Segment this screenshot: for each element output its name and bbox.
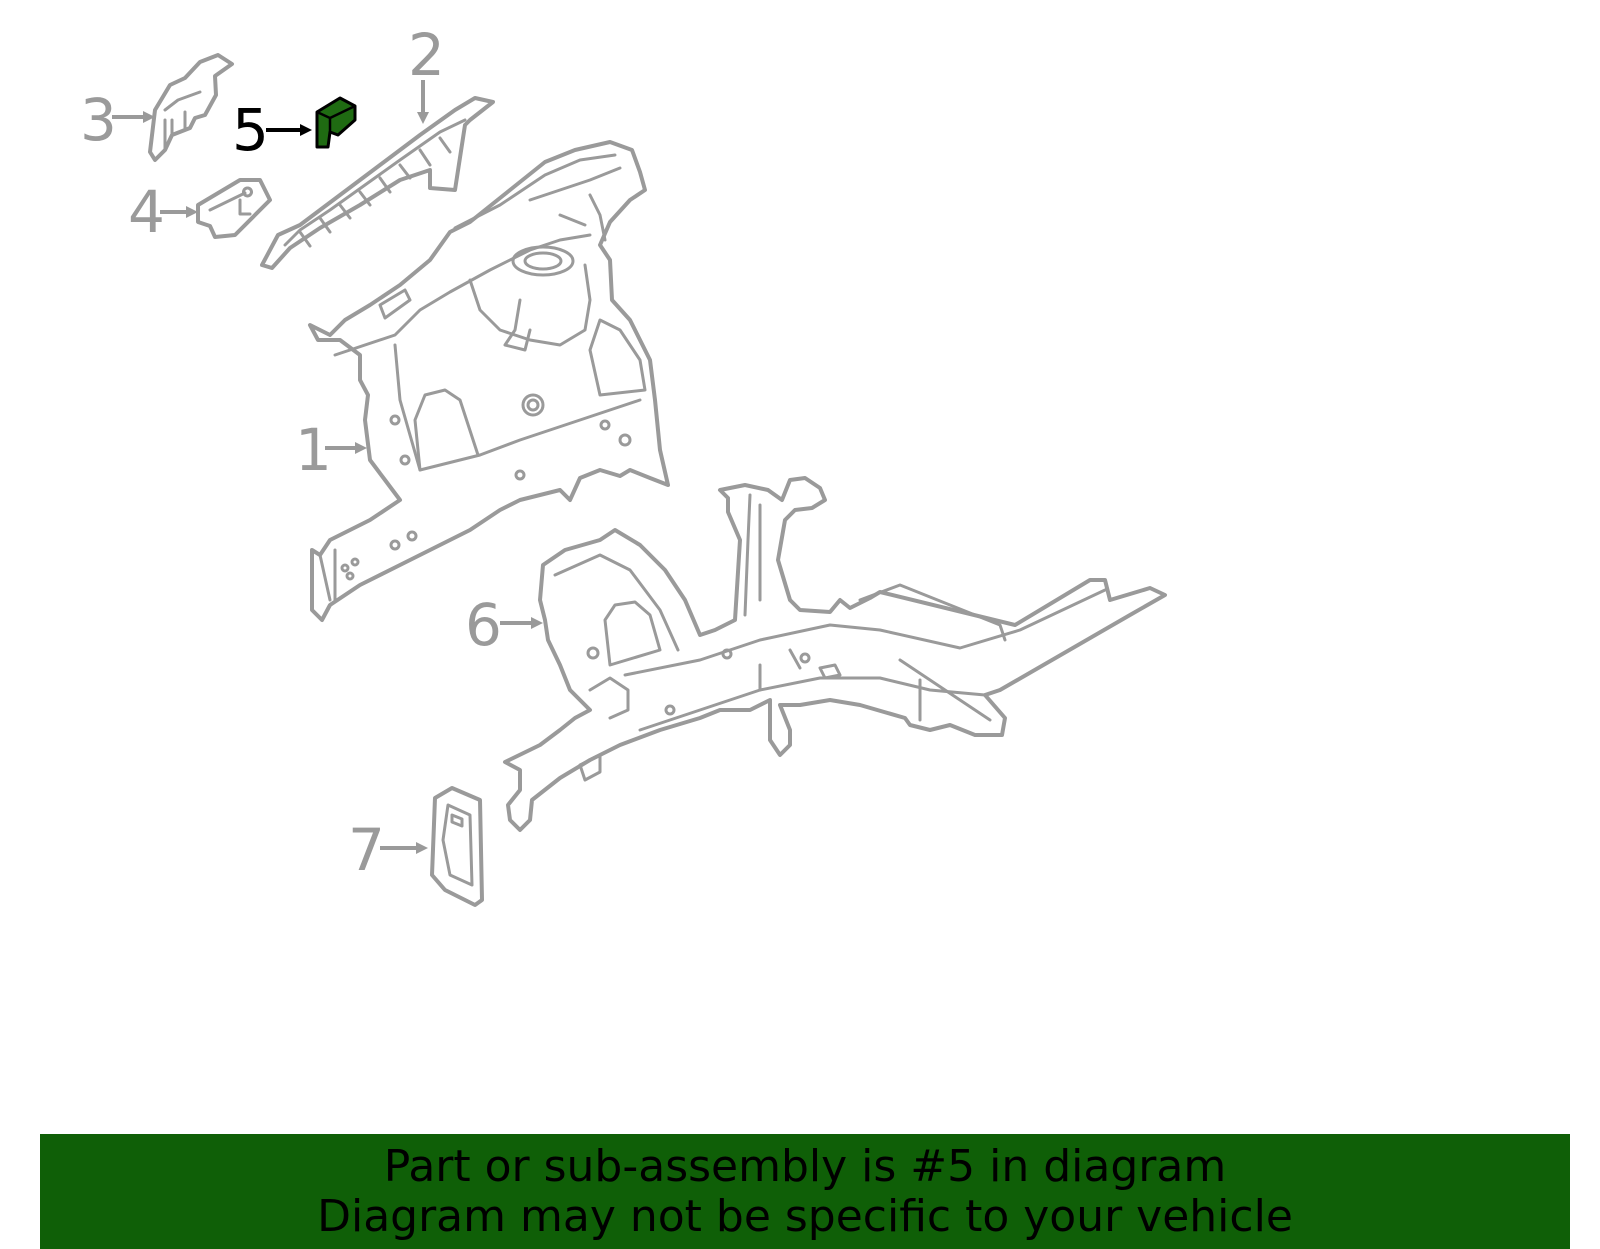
callout-6: 6 (465, 591, 543, 659)
info-banner: Part or sub-assembly is #5 in diagram Di… (40, 1134, 1570, 1249)
part-5-highlighted-bracket[interactable] (315, 96, 357, 149)
callout-4: 4 (128, 178, 198, 246)
part-3-bracket[interactable] (148, 53, 234, 162)
callout-7-label: 7 (348, 816, 385, 884)
banner-line-2: Diagram may not be specific to your vehi… (317, 1191, 1293, 1242)
callout-2: 2 (408, 21, 445, 124)
part-4-plate[interactable] (196, 178, 272, 239)
callout-3-label: 3 (80, 86, 117, 154)
callout-4-label: 4 (128, 178, 165, 246)
callout-3: 3 (80, 86, 155, 154)
part-7-cover-plate[interactable] (430, 786, 484, 907)
part-2-upper-rail[interactable] (260, 96, 495, 270)
callout-5: 5 (232, 96, 312, 164)
part-1-apron-assembly[interactable] (308, 140, 670, 622)
callout-5-label: 5 (232, 96, 269, 164)
callout-1: 1 (295, 416, 367, 484)
part-6-side-member-assembly[interactable] (503, 476, 1167, 832)
callout-6-label: 6 (465, 591, 502, 659)
banner-line-1: Part or sub-assembly is #5 in diagram (383, 1141, 1227, 1192)
callout-2-label: 2 (408, 21, 445, 89)
callout-7: 7 (348, 816, 428, 884)
